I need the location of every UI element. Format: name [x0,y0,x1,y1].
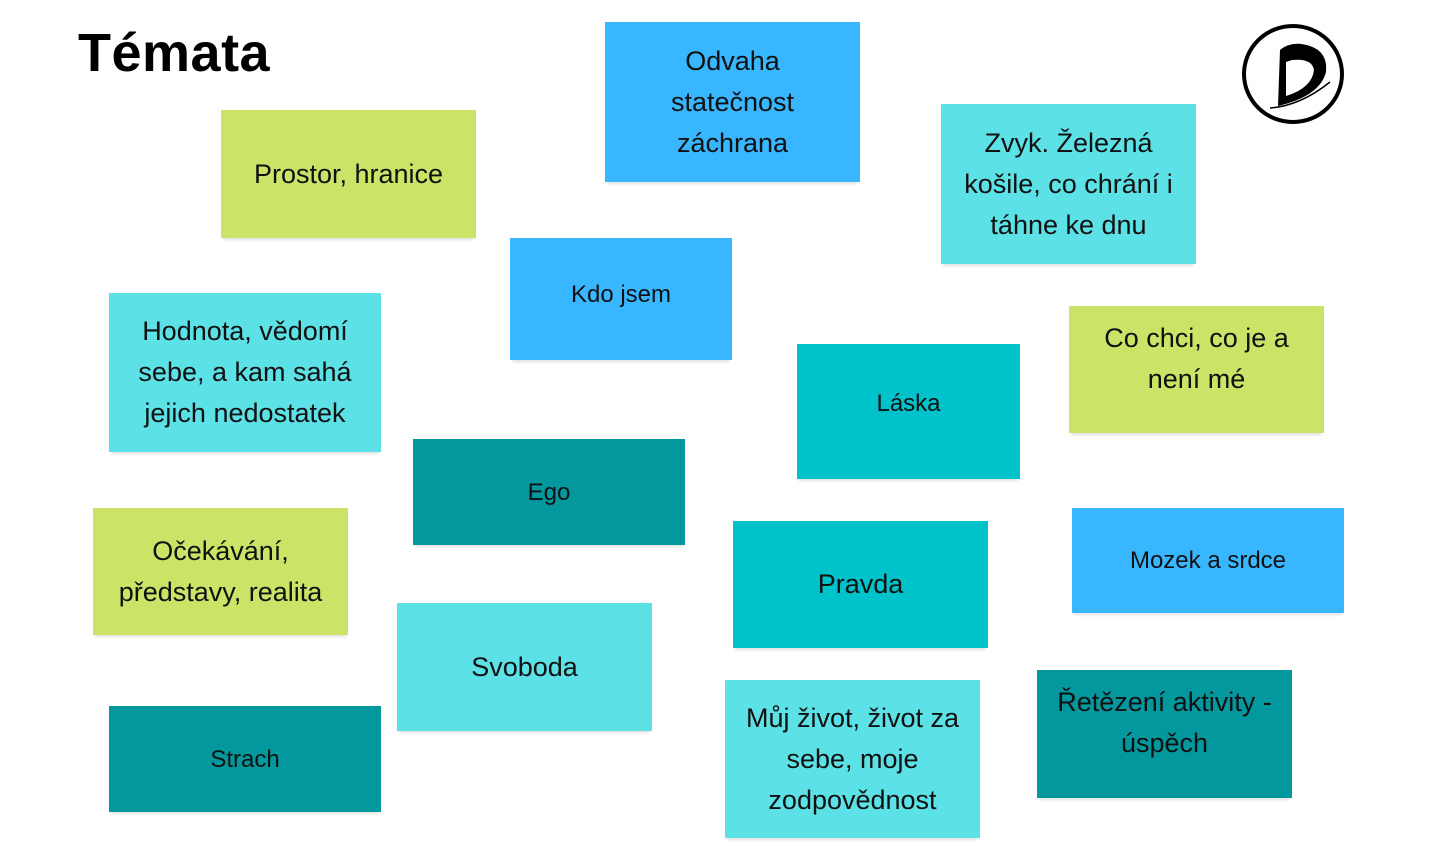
sticky-note-hodnota[interactable]: Hodnota, vědomí sebe, a kam sahá jejich … [109,293,381,452]
note-text: Odvaha statečnost záchrana [670,45,795,158]
note-text: Co chci, co je a není mé [1104,323,1289,394]
sticky-note-retezeni[interactable]: Řetězení aktivity - úspěch [1037,670,1292,798]
sticky-note-pravda[interactable]: Pravda [733,521,988,648]
sticky-note-co-chci[interactable]: Co chci, co je a není mé [1069,306,1324,433]
logo-icon [1242,24,1344,124]
sticky-note-odvaha[interactable]: Odvaha statečnost záchrana [605,22,860,182]
note-text: Strach [210,745,280,773]
sticky-note-mozek-a-srdce[interactable]: Mozek a srdce [1072,508,1344,613]
sticky-note-muj-zivot[interactable]: Můj život, život za sebe, moje zodpovědn… [725,680,980,838]
note-text: Mozek a srdce [1129,547,1287,574]
sticky-note-strach[interactable]: Strach [109,706,381,812]
note-text: Láska [876,390,941,417]
note-text: Prostor, hranice [253,158,444,189]
note-text: Hodnota, vědomí sebe, a kam sahá jejich … [138,316,352,428]
note-text: Zvyk. Železná košile, co chrání i táhne … [964,127,1173,240]
note-text: Pravda [817,569,904,599]
note-text: Můj život, život za sebe, moje zodpovědn… [745,702,960,815]
sticky-note-zvyk[interactable]: Zvyk. Železná košile, co chrání i táhne … [941,104,1196,264]
sticky-note-kdo-jsem[interactable]: Kdo jsem [510,238,732,360]
note-text: Očekávání, představy, realita [118,535,323,607]
sticky-note-ocekavani[interactable]: Očekávání, představy, realita [93,508,348,635]
page-title: Témata [78,23,271,83]
sticky-note-svoboda[interactable]: Svoboda [397,603,652,731]
note-text: Ego [527,478,571,506]
sticky-note-ego[interactable]: Ego [413,439,685,545]
sticky-note-prostor[interactable]: Prostor, hranice [221,110,476,238]
note-text: Kdo jsem [570,280,672,308]
ds-logo [1240,22,1346,126]
note-text: Řetězení aktivity - úspěch [1057,687,1272,758]
sticky-note-laska[interactable]: Láska [797,344,1020,479]
note-text: Svoboda [471,651,578,682]
